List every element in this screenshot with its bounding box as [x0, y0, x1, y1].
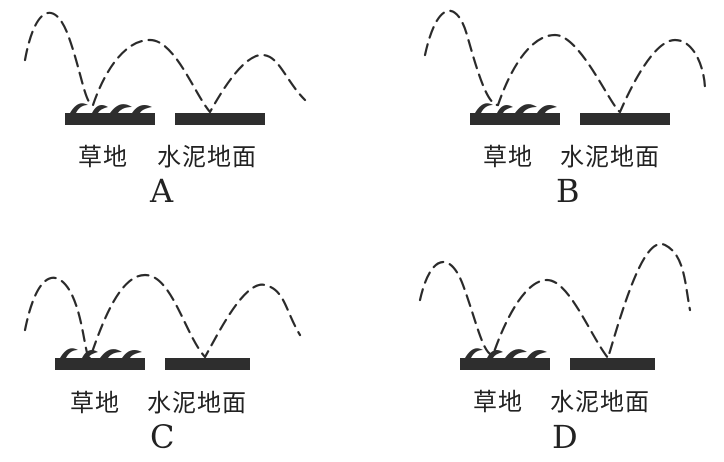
option-a-diagram [23, 11, 307, 125]
grass-patch-b [470, 103, 560, 125]
option-letter-c: C [150, 418, 175, 456]
grass-label-d: 草地 [473, 388, 523, 416]
concrete-label-a: 水泥地面 [157, 143, 257, 171]
option-letter-a: A [150, 172, 174, 210]
grass-patch-c [55, 348, 145, 370]
option-c-diagram [23, 273, 302, 370]
grass-label-c: 草地 [70, 389, 120, 417]
option-d-diagram [418, 242, 692, 370]
grass-label-b: 草地 [483, 143, 533, 171]
ball-trajectory-c [23, 273, 302, 360]
concrete-label-b: 水泥地面 [560, 143, 660, 171]
concrete-slab-a [175, 113, 265, 125]
option-b-diagram [423, 9, 707, 125]
grass-patch-a [65, 103, 155, 125]
option-letter-d: D [552, 418, 578, 456]
option-letter-b: B [556, 172, 580, 210]
ball-trajectory-b [423, 9, 707, 114]
ball-trajectory-d [418, 242, 692, 361]
concrete-label-c: 水泥地面 [147, 389, 247, 417]
concrete-slab-b [580, 113, 670, 125]
concrete-slab-d [570, 358, 655, 370]
concrete-label-d: 水泥地面 [550, 388, 650, 416]
grass-patch-d [460, 348, 550, 370]
ball-trajectory-a [23, 11, 307, 114]
grass-label-a: 草地 [78, 143, 128, 171]
concrete-slab-c [165, 358, 250, 370]
